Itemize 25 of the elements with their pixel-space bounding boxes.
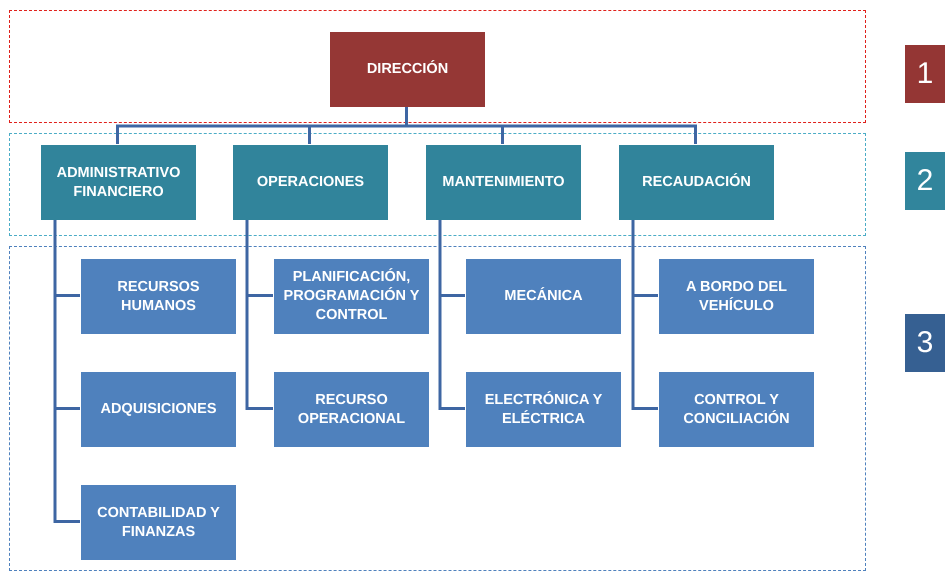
org-unit-box: PLANIFICACIÓN, PROGRAMACIÓN Y CONTROL [274,259,429,334]
org-unit-box: RECURSO OPERACIONAL [274,372,429,447]
connector-line [632,219,658,410]
level-number-tile: 2 [905,152,945,210]
org-unit-box: A BORDO DEL VEHÍCULO [659,259,814,334]
level-number-tile: 1 [905,45,945,103]
org-unit-box: ADMINISTRATIVO FINANCIERO [41,145,196,220]
dashed-group-frame [9,133,866,236]
dashed-group-frame [9,246,866,571]
dashed-group-frame [9,10,866,123]
org-unit-box: RECAUDACIÓN [619,145,774,220]
org-unit-box: ADQUISICIONES [81,372,236,447]
org-unit-box: MECÁNICA [466,259,621,334]
connector-line [405,106,697,144]
connector-line [54,219,80,523]
org-unit-box: ELECTRÓNICA Y ELÉCTRICA [466,372,621,447]
connector-line [246,219,273,410]
org-unit-box: MANTENIMIENTO [426,145,581,220]
org-unit-box: RECURSOS HUMANOS [81,259,236,334]
org-unit-box: CONTROL Y CONCILIACIÓN [659,372,814,447]
org-unit-box: DIRECCIÓN [330,32,485,107]
level-number-tile: 3 [905,314,945,372]
org-unit-box: CONTABILIDAD Y FINANZAS [81,485,236,560]
org-unit-box: OPERACIONES [233,145,388,220]
connector-line [438,219,465,410]
